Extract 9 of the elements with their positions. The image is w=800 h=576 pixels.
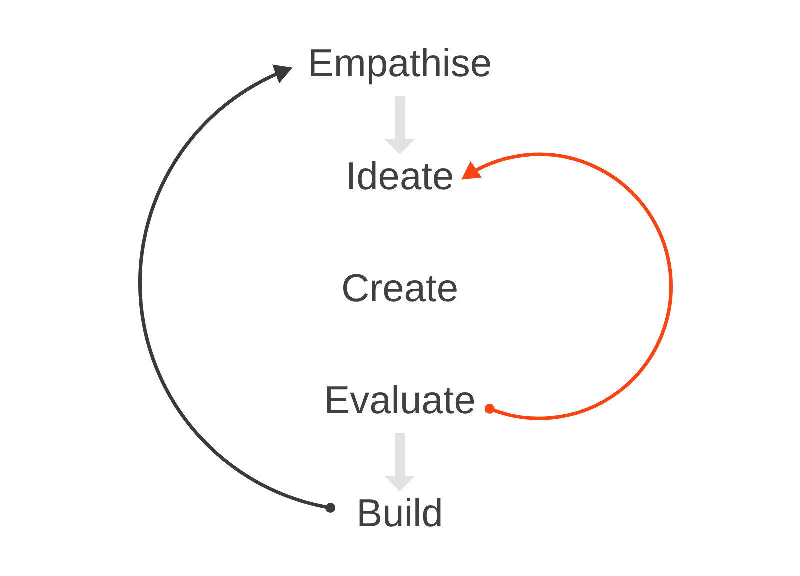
- stage-label: Build: [356, 494, 444, 536]
- arrow: [385, 433, 415, 492]
- arrow: [385, 96, 415, 155]
- curved-arrow: [462, 153, 673, 420]
- stage-label: Evaluate: [324, 380, 476, 424]
- curved-arrow: [138, 66, 336, 513]
- stage-label: Create: [341, 268, 459, 312]
- stage-label: Empathise: [308, 44, 492, 86]
- stage-label: Ideate: [346, 156, 454, 200]
